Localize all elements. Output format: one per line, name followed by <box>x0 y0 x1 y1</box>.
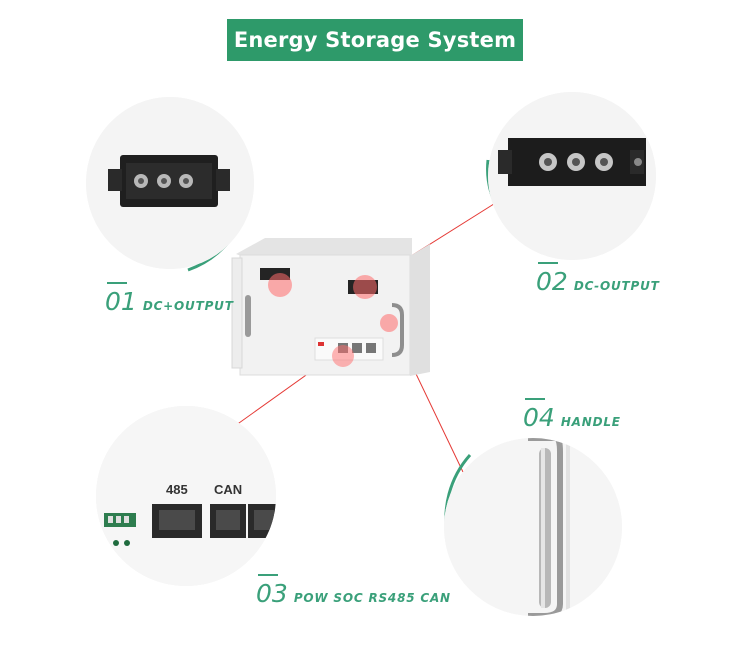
label-03-text: POW SOC RS485 CAN <box>293 591 451 605</box>
callout-ports: 485 CAN <box>96 406 276 586</box>
label-04-text: HANDLE <box>560 415 621 429</box>
title-banner: Energy Storage System <box>227 19 523 61</box>
callout-dc-minus-output <box>488 92 656 260</box>
label-04: 04 HANDLE <box>523 403 621 432</box>
label-01: 01 DC+OUTPUT <box>105 287 234 316</box>
label-02-number: 02 <box>536 267 568 296</box>
port-label-can: CAN <box>214 482 243 497</box>
label-01-text: DC+OUTPUT <box>142 299 234 313</box>
label-01-underline <box>107 282 127 284</box>
callout-dc-plus-output <box>86 97 254 269</box>
port-panel-image <box>96 406 276 586</box>
terminal-block-plus-image <box>86 97 254 269</box>
label-01-number: 01 <box>105 287 137 316</box>
terminal-block-minus-image <box>488 92 656 260</box>
label-04-number: 04 <box>523 403 555 432</box>
label-04-underline <box>525 398 545 400</box>
label-02-text: DC-OUTPUT <box>573 279 660 293</box>
page-title: Energy Storage System <box>233 28 517 52</box>
label-02-underline <box>538 262 558 264</box>
handle-image <box>444 438 622 616</box>
port-label-485: 485 <box>166 482 188 497</box>
label-03: 03 POW SOC RS485 CAN <box>256 579 451 608</box>
label-03-underline <box>258 574 278 576</box>
label-03-number: 03 <box>256 579 288 608</box>
label-02: 02 DC-OUTPUT <box>536 267 660 296</box>
callout-handle <box>444 438 622 616</box>
pointer-line-02 <box>364 196 506 286</box>
